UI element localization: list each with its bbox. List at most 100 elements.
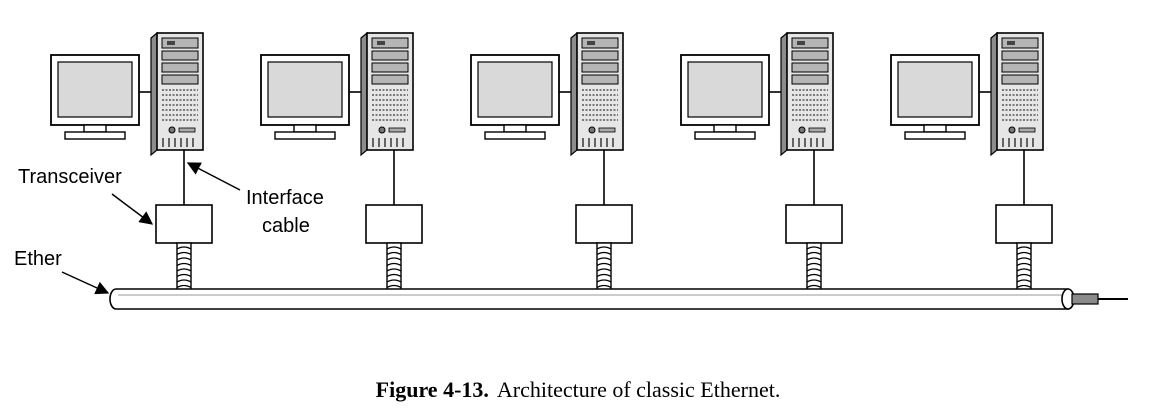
ether-cable <box>109 288 1128 310</box>
tap-coil <box>806 246 822 250</box>
ether-label: Ether <box>14 248 62 270</box>
tap-coil <box>176 268 192 272</box>
ether-arrow <box>61 271 110 295</box>
tap-coil <box>386 284 402 289</box>
tap-coil <box>176 262 192 267</box>
station-2 <box>260 31 423 291</box>
tower-led <box>167 41 175 45</box>
interface-cable-arrow <box>186 162 241 191</box>
transceiver-box <box>995 204 1053 244</box>
monitor-base <box>64 131 126 140</box>
server-tower-icon <box>570 31 624 157</box>
tower-slot <box>598 127 616 133</box>
transceiver-tap <box>176 242 192 291</box>
tower-side <box>780 31 788 157</box>
tap-coil <box>386 246 402 250</box>
tap-coil <box>596 246 612 250</box>
tap-coil <box>806 251 822 256</box>
tower-slot <box>178 127 196 133</box>
tap-coil <box>806 257 822 261</box>
server-tower-icon <box>780 31 834 157</box>
tower-bay-1 <box>161 37 199 49</box>
tap-coil <box>1016 273 1032 278</box>
transceiver-tap <box>386 242 402 291</box>
tower-bay-3 <box>371 62 409 73</box>
tower-side <box>150 31 158 157</box>
tower-side <box>360 31 368 157</box>
power-button <box>1008 126 1016 134</box>
stations-group <box>50 31 1053 291</box>
tower-led <box>587 41 595 45</box>
tower-bay-4 <box>371 74 409 85</box>
tower-bay-3 <box>1001 62 1039 73</box>
monitor-neck <box>293 124 317 133</box>
tower-vent <box>372 89 408 121</box>
tap-body <box>176 242 192 291</box>
tap-coil <box>1016 246 1032 250</box>
tap-coil <box>176 284 192 289</box>
tower-bay-1 <box>581 37 619 49</box>
tap-coil <box>176 246 192 250</box>
tower-bay-1 <box>1001 37 1039 49</box>
tap-coil <box>386 262 402 267</box>
monitor-icon <box>680 54 770 140</box>
server-tower-icon <box>990 31 1044 157</box>
server-tower-icon <box>150 31 204 157</box>
power-button <box>378 126 386 134</box>
tower-led <box>1007 41 1015 45</box>
tower-bay-3 <box>581 62 619 73</box>
station-3 <box>470 31 633 291</box>
tower-bay-4 <box>791 74 829 85</box>
tap-coil <box>596 262 612 267</box>
tap-coil <box>596 284 612 289</box>
monitor-screen <box>267 61 343 118</box>
station-1 <box>50 31 213 291</box>
tap-coil <box>806 284 822 289</box>
tap-coil <box>1016 262 1032 267</box>
tower-bay-2 <box>581 50 619 61</box>
tap-coil <box>386 251 402 256</box>
monitor-icon <box>470 54 560 140</box>
tap-coil <box>176 257 192 261</box>
tap-coil <box>1016 257 1032 261</box>
tower-bay-2 <box>1001 50 1039 61</box>
tower-led <box>377 41 385 45</box>
monitor-icon <box>50 54 140 140</box>
monitor-screen <box>687 61 763 118</box>
power-button <box>588 126 596 134</box>
station-4 <box>680 31 843 291</box>
tap-coil <box>386 257 402 261</box>
tower-slot <box>808 127 826 133</box>
tap-coil <box>386 273 402 278</box>
monitor-icon <box>890 54 980 140</box>
transceiver-box <box>785 204 843 244</box>
tower-vent <box>162 89 198 121</box>
station-5 <box>890 31 1053 291</box>
tap-body <box>1016 242 1032 291</box>
tap-coil <box>806 262 822 267</box>
monitor-base <box>694 131 756 140</box>
tap-coil <box>1016 279 1032 283</box>
tower-bay-2 <box>791 50 829 61</box>
monitor-neck <box>923 124 947 133</box>
tap-coil <box>596 251 612 256</box>
monitor-base <box>904 131 966 140</box>
interface-cable-label-line2: cable <box>262 215 310 237</box>
tower-bay-1 <box>371 37 409 49</box>
tower-bay-4 <box>161 74 199 85</box>
tower-bay-3 <box>791 62 829 73</box>
tower-vent <box>792 89 828 121</box>
monitor-base <box>274 131 336 140</box>
monitor-screen <box>57 61 133 118</box>
interface-cable-label-line1: Interface <box>246 187 324 209</box>
monitor-screen <box>897 61 973 118</box>
tap-coil <box>806 279 822 283</box>
transceiver-tap <box>1016 242 1032 291</box>
tower-led <box>797 41 805 45</box>
tap-coil <box>1016 268 1032 272</box>
cable-core <box>1071 293 1099 305</box>
power-button <box>798 126 806 134</box>
tap-coil <box>596 273 612 278</box>
monitor-neck <box>83 124 107 133</box>
